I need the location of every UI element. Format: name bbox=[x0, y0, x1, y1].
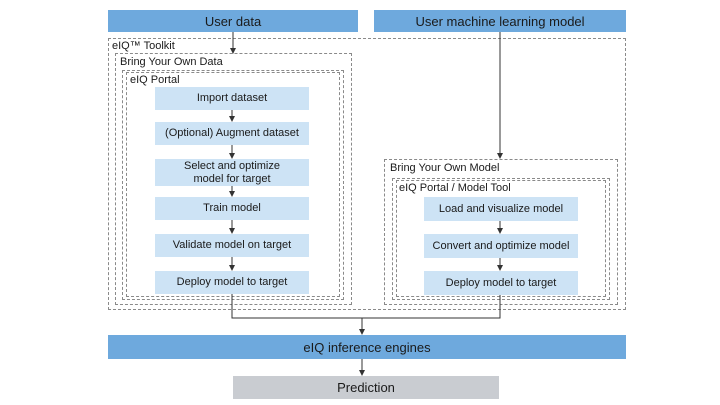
byom-label: Bring Your Own Model bbox=[390, 162, 500, 174]
step-label: Convert and optimize model bbox=[432, 239, 570, 252]
model-tool-label: eIQ Portal / Model Tool bbox=[399, 182, 511, 194]
step-select-optimize-model: Select and optimize model for target bbox=[155, 159, 309, 186]
step-deploy-model-byom: Deploy model to target bbox=[424, 271, 578, 295]
step-train-model: Train model bbox=[155, 197, 309, 220]
step-label: Select and optimize model for target bbox=[184, 159, 280, 185]
byod-label: Bring Your Own Data bbox=[120, 56, 223, 68]
step-label: Validate model on target bbox=[172, 239, 292, 251]
portal-label: eIQ Portal bbox=[130, 74, 180, 86]
user-model-label: User machine learning model bbox=[415, 13, 585, 29]
step-deploy-model-byod: Deploy model to target bbox=[155, 271, 309, 294]
step-label: (Optional) Augment dataset bbox=[165, 127, 299, 139]
model-tool-container-outer bbox=[392, 178, 610, 300]
step-augment-dataset: (Optional) Augment dataset bbox=[155, 122, 309, 145]
model-tool-container-inner bbox=[396, 180, 606, 297]
step-label: Deploy model to target bbox=[176, 276, 288, 288]
step-label: Deploy model to target bbox=[445, 276, 557, 289]
step-validate-model: Validate model on target bbox=[155, 234, 309, 257]
user-data-bar: User data bbox=[108, 10, 358, 32]
user-model-bar: User machine learning model bbox=[374, 10, 626, 32]
prediction-label: Prediction bbox=[337, 380, 395, 395]
toolkit-label: eIQ™ Toolkit bbox=[112, 40, 175, 52]
inference-engines-bar: eIQ inference engines bbox=[108, 335, 626, 359]
step-load-visualize-model: Load and visualize model bbox=[424, 197, 578, 221]
user-data-label: User data bbox=[204, 13, 262, 29]
inference-engines-label: eIQ inference engines bbox=[303, 339, 431, 355]
step-label: Train model bbox=[203, 202, 261, 214]
step-import-dataset: Import dataset bbox=[155, 87, 309, 110]
step-convert-optimize-model: Convert and optimize model bbox=[424, 234, 578, 258]
prediction-bar: Prediction bbox=[233, 376, 499, 399]
step-label: Load and visualize model bbox=[438, 202, 564, 215]
step-label: Import dataset bbox=[196, 92, 268, 104]
byom-container bbox=[384, 159, 618, 305]
